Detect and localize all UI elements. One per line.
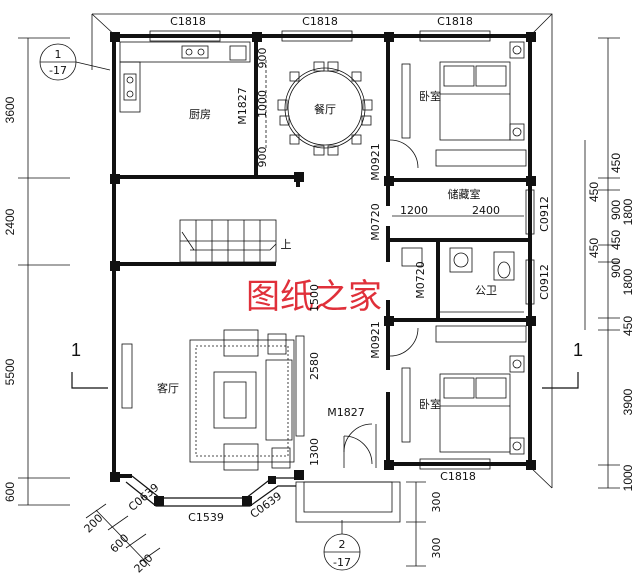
section-cut-right [542,372,579,389]
dim-900-bottom: 900 [256,147,269,168]
left-dim-5500: 5500 [3,358,17,385]
entry-door [343,423,377,468]
right-dim-450c: 450 [621,316,635,336]
living-room-furniture [121,329,305,471]
section-bottom-sub: -17 [333,556,351,569]
right-dim-1800a: 1800 [621,198,635,225]
dim-1000: 1000 [256,90,269,118]
window-label-top-left: C1818 [170,15,206,28]
watermark-text: 图纸之家 [246,277,382,317]
room-label-kitchen: 厨房 [189,108,211,121]
dim-2580: 2580 [308,352,321,380]
right-dim-450a: 450 [609,153,623,173]
window-label-right-bath: C0912 [538,264,551,300]
right-dim-900b: 900 [609,258,623,278]
dining-table [277,61,373,156]
right-dim-450b: 450 [609,230,623,250]
right-small-450a: 450 [587,182,601,202]
room-label-bathroom: 公卫 [475,284,497,297]
door-label-bedroom-top: M0921 [369,143,382,181]
right-small-450b: 450 [587,238,601,258]
bottom-left-dims [85,503,161,567]
window-label-top-right: C1818 [437,15,473,28]
top-windows [149,30,491,42]
bathroom-fixtures [401,247,524,313]
right-dim-1000: 1000 [621,464,635,491]
entry-steps [295,481,426,567]
door-label-kitchen: M1827 [236,87,249,125]
dim-1200: 1200 [400,204,428,217]
bedroom-top-furniture [401,41,527,167]
kitchen-fixtures [119,41,251,113]
door-label-storage: M0720 [369,203,382,241]
dim-300-a: 300 [430,492,443,513]
dim-1500: 1500 [308,284,321,312]
bottom-dim-200a: 200 [82,512,106,536]
section-cut-left-label: 1 [71,340,81,360]
left-dimension-chain: 3600 2400 5500 600 [3,37,70,506]
window-label-bottom-right: C1818 [440,470,476,483]
room-label-dining: 餐厅 [314,102,336,116]
left-dim-2400: 2400 [3,208,17,235]
right-dim-1800b: 1800 [621,268,635,295]
room-label-bedroom-bottom: 卧室 [419,397,441,411]
room-label-bedroom-top: 卧室 [419,89,441,103]
section-cut-right-label: 1 [573,340,583,360]
left-dim-3600: 3600 [3,96,17,123]
window-label-top-mid: C1818 [302,15,338,28]
door-label-bath: M0720 [414,261,427,299]
window-label-right-storage: C0912 [538,196,551,232]
right-dim-900a: 900 [609,200,623,220]
section-cut-left [71,372,108,389]
window-label-bay-front: C1539 [188,511,224,524]
section-top-number: 1 [55,48,62,61]
dim-1300: 1300 [308,438,321,466]
bottom-dim-600: 600 [108,532,132,556]
right-dimension-chain: 450 900 1800 450 900 1800 450 3900 1000 … [584,37,635,491]
section-bottom-number: 2 [339,538,346,551]
room-label-living: 客厅 [157,381,179,395]
door-label-bedroom-bottom: M0921 [369,321,382,359]
staircase [179,219,277,263]
dim-900-top: 900 [256,48,269,69]
section-mark-bottom [323,520,361,571]
section-mark-top [39,43,111,81]
interior-walls [116,38,528,462]
stairs-up-label: 上 [281,238,292,251]
bottom-dim-200b: 200 [132,552,156,576]
dim-300-b: 300 [430,538,443,559]
bay-window [125,475,296,507]
bedroom-bottom-furniture [401,325,527,455]
eave-outline [91,13,553,489]
section-top-sub: -17 [49,64,67,77]
left-dim-600: 600 [3,482,17,502]
room-label-storage: 储藏室 [448,187,481,201]
door-label-entry: M1827 [327,406,365,419]
dim-2400: 2400 [472,204,500,217]
right-dim-3900: 3900 [621,388,635,415]
